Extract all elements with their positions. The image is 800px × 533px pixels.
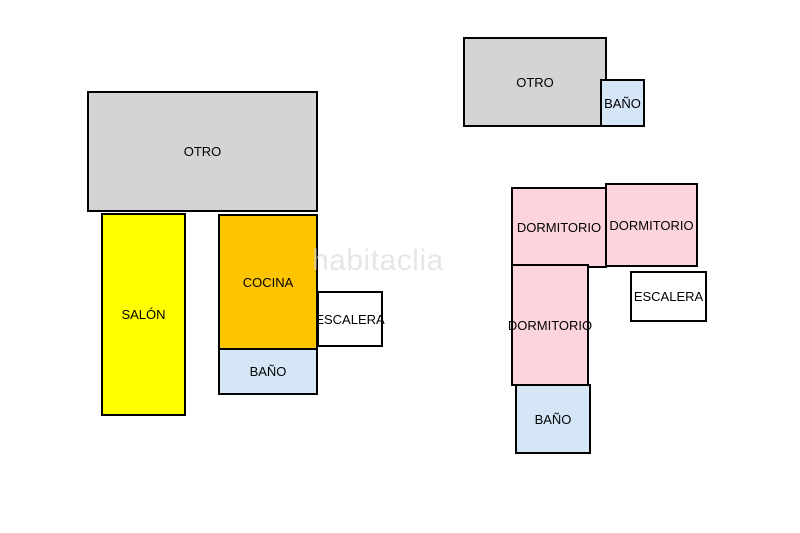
room-label: SALÓN (121, 307, 166, 322)
room-dormitorio-1: DORMITORIO (511, 187, 607, 268)
room-label: COCINA (242, 274, 294, 290)
room-otro-right: OTRO (463, 37, 607, 127)
room-bano-right-bottom: BAÑO (515, 384, 591, 454)
room-label: DORMITORIO (516, 220, 602, 235)
watermark-logo: habitaclia (312, 244, 444, 278)
room-label: BAÑO (604, 95, 641, 111)
room-dormitorio-3: DORMITORIO (507, 264, 593, 386)
watermark-text: habitaclia (312, 244, 444, 277)
room-label: OTRO (516, 74, 554, 90)
room-cocina: COCINA (218, 214, 318, 350)
room-label: ESCALERA (315, 311, 385, 327)
room-label: DORMITORIO (609, 217, 694, 233)
room-dormitorio-2: DORMITORIO (605, 183, 698, 267)
room-label: BAÑO (534, 411, 572, 427)
room-escalera-right: ESCALERA (630, 271, 707, 322)
room-label: OTRO (183, 144, 222, 159)
room-label: BAÑO (249, 364, 287, 379)
room-escalera-left: ESCALERA (315, 291, 385, 347)
room-label: DORMITORIO (507, 317, 593, 333)
room-bano-left: BAÑO (218, 348, 318, 395)
room-bano-right-top: BAÑO (600, 79, 645, 127)
room-label: ESCALERA (633, 289, 704, 304)
room-otro-left: OTRO (87, 91, 318, 212)
room-salon: SALÓN (101, 213, 186, 416)
